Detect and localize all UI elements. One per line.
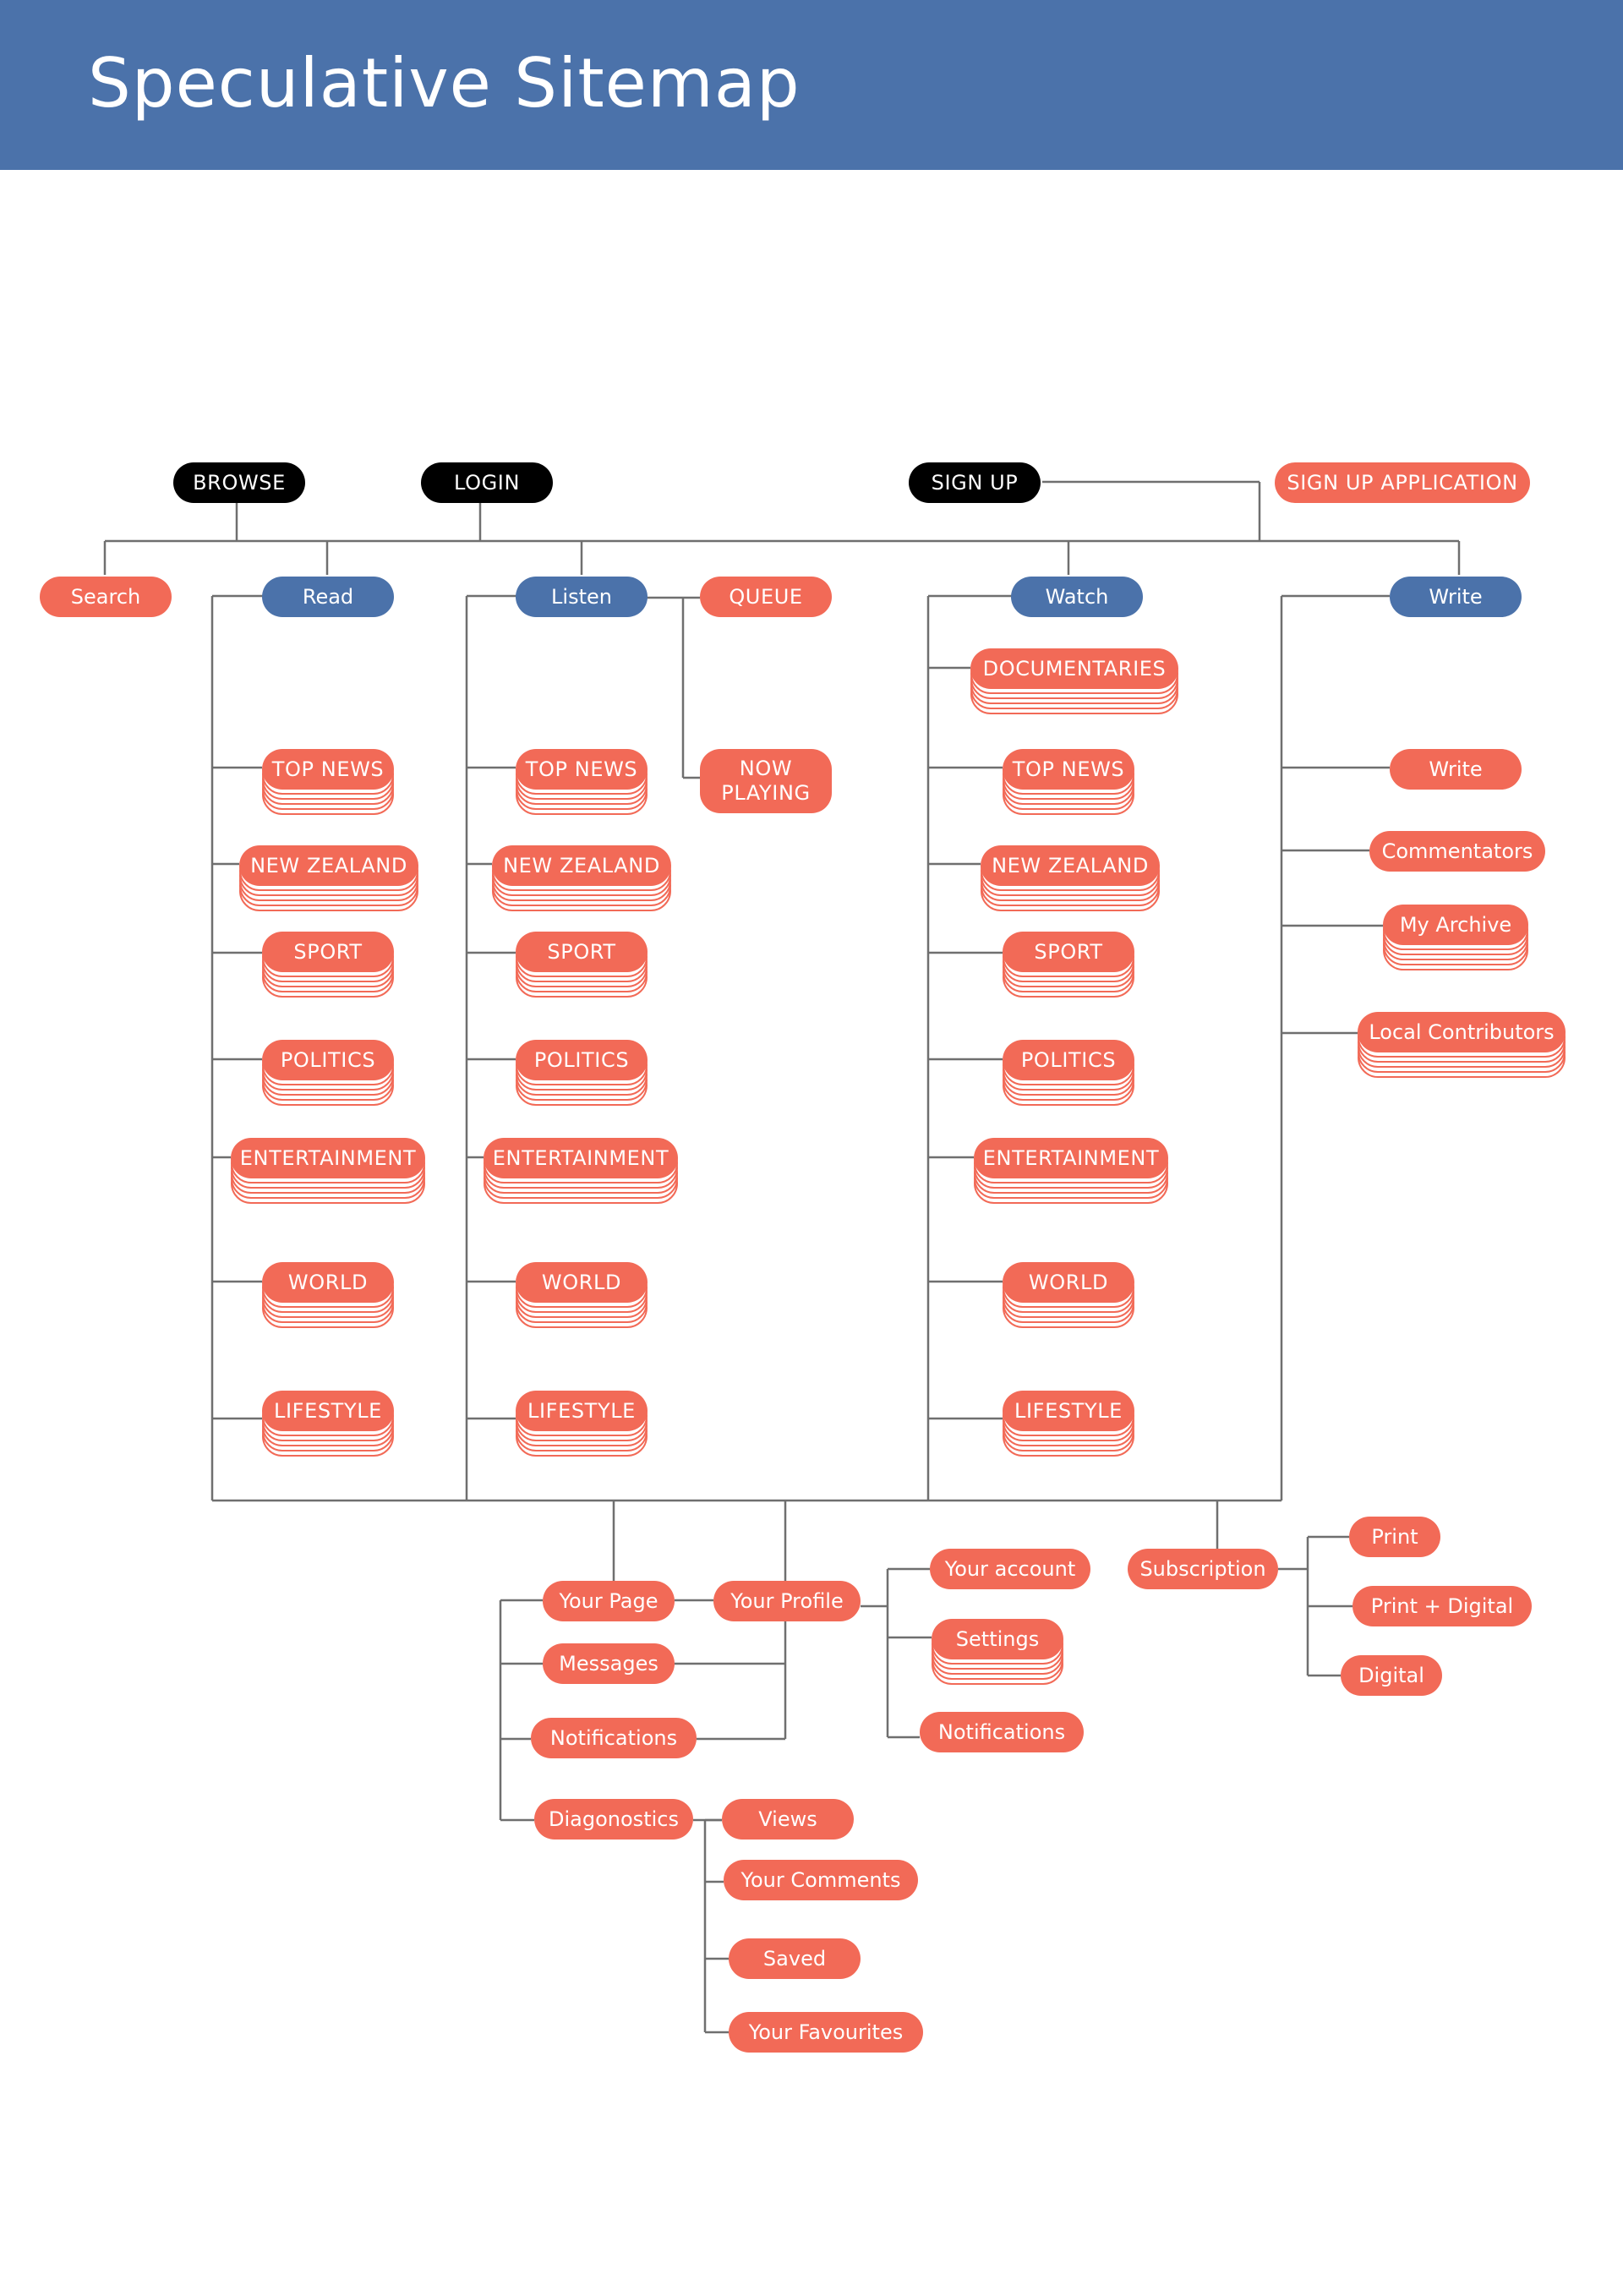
subscription-node[interactable]: Subscription	[1128, 1549, 1278, 1589]
your-account-node[interactable]: Your account	[930, 1549, 1090, 1589]
messages-node[interactable]: Messages	[543, 1643, 675, 1684]
listen-node[interactable]: Listen	[516, 577, 648, 617]
read-top-news[interactable]: TOP NEWS	[262, 749, 394, 790]
notifications-page-node[interactable]: Notifications	[531, 1718, 697, 1758]
signup-node[interactable]: SIGN UP	[909, 462, 1041, 503]
watch-lifestyle[interactable]: LIFESTYLE	[1003, 1391, 1134, 1431]
commentators-node[interactable]: Commentators	[1369, 831, 1545, 872]
read-politics[interactable]: POLITICS	[262, 1040, 394, 1080]
signup-application-node[interactable]: SIGN UP APPLICATION	[1275, 462, 1530, 503]
browse-node[interactable]: BROWSE	[173, 462, 305, 503]
your-profile-node[interactable]: Your Profile	[713, 1581, 861, 1621]
watch-entertainment[interactable]: ENTERTAINMENT	[974, 1138, 1168, 1178]
your-comments-node[interactable]: Your Comments	[724, 1860, 918, 1900]
search-node[interactable]: Search	[40, 577, 172, 617]
login-node[interactable]: LOGIN	[421, 462, 553, 503]
saved-node[interactable]: Saved	[729, 1938, 861, 1979]
read-node[interactable]: Read	[262, 577, 394, 617]
listen-entertainment[interactable]: ENTERTAINMENT	[484, 1138, 678, 1178]
read-lifestyle[interactable]: LIFESTYLE	[262, 1391, 394, 1431]
listen-lifestyle[interactable]: LIFESTYLE	[516, 1391, 648, 1431]
my-archive-node[interactable]: My Archive	[1383, 905, 1528, 945]
watch-new-zealand[interactable]: NEW ZEALAND	[981, 845, 1160, 886]
diagnostics-node[interactable]: Diagonostics	[534, 1799, 693, 1840]
watch-politics[interactable]: POLITICS	[1003, 1040, 1134, 1080]
listen-world[interactable]: WORLD	[516, 1262, 648, 1303]
notifications-profile-node[interactable]: Notifications	[920, 1712, 1084, 1752]
views-node[interactable]: Views	[722, 1799, 854, 1840]
print-node[interactable]: Print	[1349, 1517, 1440, 1557]
digital-node[interactable]: Digital	[1341, 1655, 1442, 1696]
write-node[interactable]: Write	[1390, 577, 1522, 617]
page-title: Speculative Sitemap	[88, 44, 801, 123]
read-new-zealand[interactable]: NEW ZEALAND	[239, 845, 418, 886]
listen-new-zealand[interactable]: NEW ZEALAND	[492, 845, 671, 886]
listen-politics[interactable]: POLITICS	[516, 1040, 648, 1080]
your-favourites-node[interactable]: Your Favourites	[729, 2012, 923, 2053]
your-page-node[interactable]: Your Page	[543, 1581, 675, 1621]
listen-sport[interactable]: SPORT	[516, 932, 648, 972]
now-playing-node[interactable]: NOW PLAYING	[700, 749, 832, 813]
read-world[interactable]: WORLD	[262, 1262, 394, 1303]
header-bar: Speculative Sitemap	[0, 0, 1623, 170]
watch-world[interactable]: WORLD	[1003, 1262, 1134, 1303]
read-entertainment[interactable]: ENTERTAINMENT	[231, 1138, 425, 1178]
watch-node[interactable]: Watch	[1011, 577, 1143, 617]
listen-top-news[interactable]: TOP NEWS	[516, 749, 648, 790]
local-contributors-node[interactable]: Local Contributors	[1358, 1012, 1566, 1052]
queue-node[interactable]: QUEUE	[700, 577, 832, 617]
read-sport[interactable]: SPORT	[262, 932, 394, 972]
watch-sport[interactable]: SPORT	[1003, 932, 1134, 972]
print-digital-node[interactable]: Print + Digital	[1352, 1586, 1532, 1626]
watch-documentaries[interactable]: DOCUMENTARIES	[970, 648, 1178, 689]
watch-top-news[interactable]: TOP NEWS	[1003, 749, 1134, 790]
write-page-node[interactable]: Write	[1390, 749, 1522, 790]
settings-node[interactable]: Settings	[932, 1619, 1063, 1659]
